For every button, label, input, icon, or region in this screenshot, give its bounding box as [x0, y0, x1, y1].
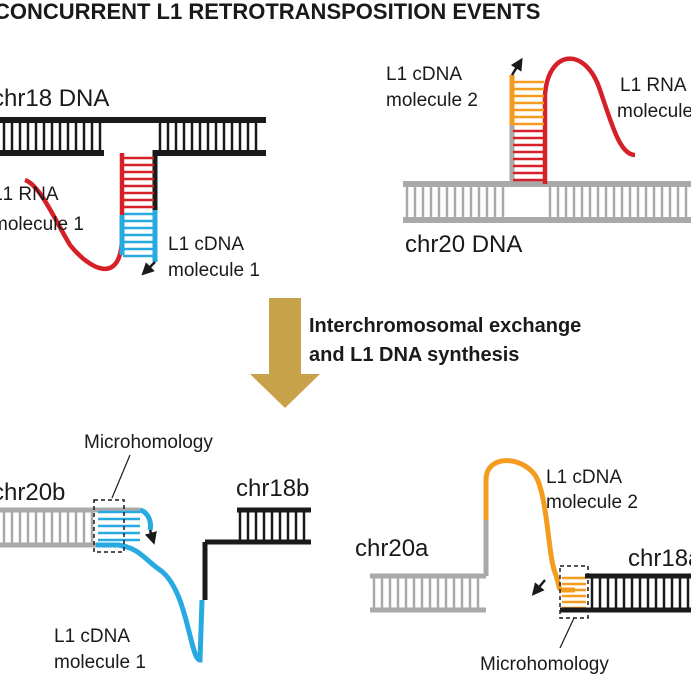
flap2-base-pairs — [513, 80, 544, 182]
cdna1-label-line1: L1 cDNA — [168, 234, 244, 255]
flap1-base-pairs — [123, 156, 154, 258]
microhomology-label-left: Microhomology — [84, 432, 213, 453]
cdna2-bottom-label-line1: L1 cDNA — [546, 467, 622, 488]
top-right-panel: chr20 DNA L1 cDNA molecule 2 L1 RNA mole… — [386, 56, 691, 258]
top-left-panel: chr18 DNA L1 RNA molecule 1 L1 cDNA mole… — [0, 85, 266, 281]
bottom-left-panel: chr20b chr18b Microhomology L1 cDNA mole… — [0, 432, 311, 673]
chr18a-base-pairs — [590, 576, 690, 610]
rna1-label-line1: L1 RNA — [0, 184, 59, 205]
l1-rna-molecule-2 — [542, 56, 636, 184]
chr20b-base-pairs — [2, 510, 94, 545]
microhomology-base-pairs-left — [98, 510, 140, 542]
chr20-dna-label: chr20 DNA — [405, 231, 522, 258]
cdna2-bottom-label-line2: molecule 2 — [546, 492, 638, 513]
microhomology-label-right: Microhomology — [480, 654, 609, 675]
rna2-label-line2: molecule 2 — [617, 101, 691, 122]
l1-cdna-molecule-2-bottom — [483, 458, 563, 591]
rna2-label-line1: L1 RNA — [620, 75, 687, 96]
chr18a-label: chr18a — [628, 545, 691, 572]
microhomology-base-pairs-right — [562, 576, 586, 610]
cdna1-direction-arrow — [141, 261, 156, 276]
microhomology-leader-left — [111, 454, 131, 499]
cdna2-bottom-arrow — [531, 579, 546, 596]
chr20a-label: chr20a — [355, 535, 429, 562]
bottom-right-panel: chr20a chr18a L1 cDNA molecule 2 Microho… — [355, 458, 691, 675]
rna1-label-line2: molecule 1 — [0, 214, 84, 235]
chr20b-label: chr20b — [0, 479, 65, 506]
cdna1-bottom-end — [139, 507, 153, 531]
cdna1-bottom-arrow — [144, 529, 157, 545]
chr18b-base-pairs — [238, 510, 306, 542]
chr20-base-pairs — [405, 184, 688, 220]
cdna2-label-line2: molecule 2 — [386, 90, 478, 111]
step-label-line2: and L1 DNA synthesis — [309, 344, 519, 366]
down-arrow-icon — [250, 298, 320, 408]
step-label-line1: Interchromosomal exchange — [309, 315, 581, 337]
microhomology-box-left — [93, 499, 125, 553]
chr18b-label: chr18b — [236, 475, 309, 502]
figure-title: CONCURRENT L1 RETROTRANSPOSITION EVENTS — [0, 0, 540, 24]
cdna2-label-line1: L1 cDNA — [386, 64, 462, 85]
cdna1-bottom-label-line1: L1 cDNA — [54, 626, 130, 647]
cdna2-direction-arrow — [510, 57, 523, 76]
chr18-dna-label: chr18 DNA — [0, 85, 109, 112]
l1-rna-molecule-1 — [23, 153, 125, 272]
chr20a-base-pairs — [372, 576, 480, 610]
l1-cdna-molecule-1-bottom — [96, 542, 205, 663]
chr18-base-pairs — [2, 120, 258, 153]
cdna1-label-line2: molecule 1 — [168, 260, 260, 281]
cdna1-bottom-label-line2: molecule 1 — [54, 652, 146, 673]
microhomology-leader-right — [559, 617, 575, 649]
step-arrow-group: Interchromosomal exchange and L1 DNA syn… — [250, 298, 581, 408]
